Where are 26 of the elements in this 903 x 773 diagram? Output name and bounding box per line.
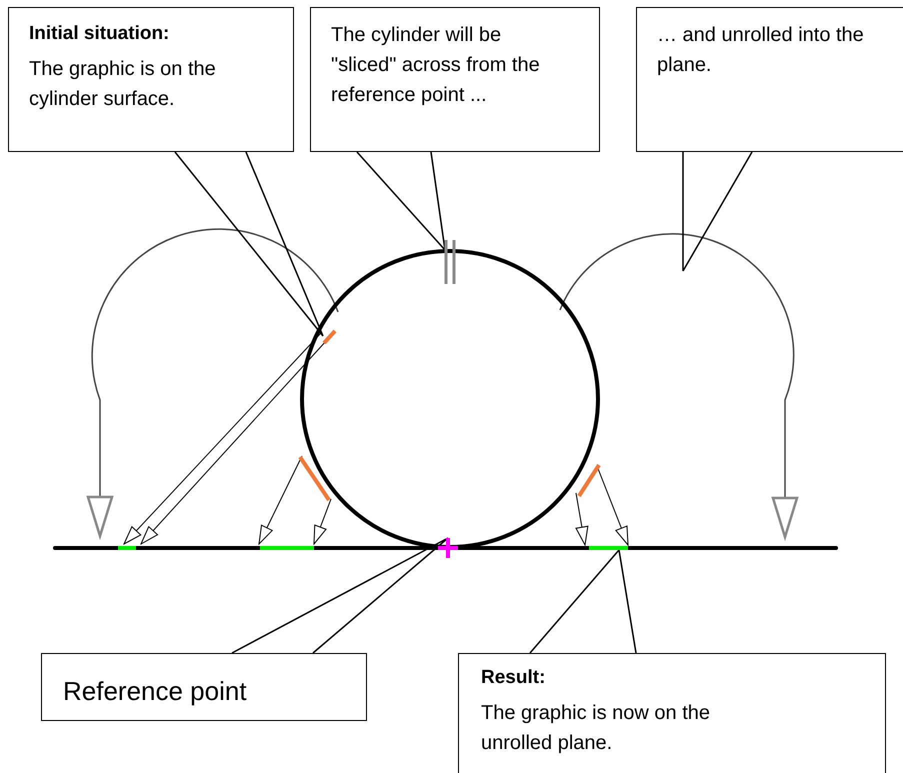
callout-text: Reference point [63, 676, 248, 706]
callout-text: … and unrolled into the plane. [657, 23, 865, 78]
callout-heading: Result: [481, 666, 546, 690]
leader-line [231, 537, 449, 654]
leader-line [356, 151, 446, 251]
leader-line [174, 151, 324, 337]
callout-text: The graphic is now on the unrolled plane. [481, 701, 712, 756]
unrolled-graphic-segment [118, 546, 136, 550]
callout-box [41, 653, 367, 721]
unrolled-graphic-segment [260, 546, 314, 550]
callout-box [458, 653, 886, 773]
graphic-segment [577, 464, 601, 498]
callout-box [310, 7, 600, 152]
callout-box [8, 7, 294, 152]
unrolled-graphic-segment [589, 546, 628, 550]
graphic-segment [322, 330, 336, 344]
callout-text: The cylinder will be "sliced" across from the reference point ... [331, 23, 541, 108]
callout-heading: Initial situation: [29, 22, 170, 46]
graphic-segment [298, 456, 331, 502]
cut-mark [444, 240, 456, 284]
reference-point-cross [438, 538, 458, 558]
arrow [258, 456, 302, 544]
callout-text: The graphic is on the cylinder surface. [29, 57, 217, 112]
leader-line [682, 151, 753, 272]
callout-box [636, 7, 903, 152]
leader-line [529, 549, 637, 654]
